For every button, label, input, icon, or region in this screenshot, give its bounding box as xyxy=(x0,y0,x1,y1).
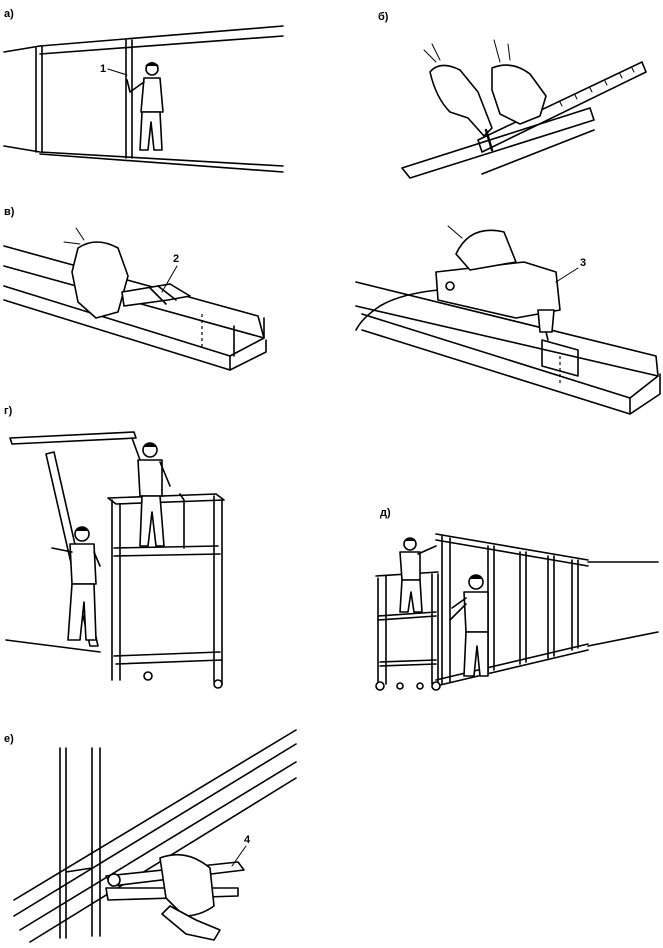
frame-bottom xyxy=(435,643,589,687)
stud-4 xyxy=(547,555,555,659)
panel-e-label: е) xyxy=(4,733,14,745)
profile-v2-end xyxy=(629,373,661,415)
room-lines xyxy=(587,561,659,647)
punch-tool xyxy=(435,225,561,341)
vertical-profile xyxy=(125,39,133,159)
ceiling-profile-g xyxy=(9,431,137,445)
callout-3-leader xyxy=(555,267,579,283)
worker-d-scaffold xyxy=(399,537,437,613)
stud-2 xyxy=(487,545,495,673)
ceiling-line-2 xyxy=(39,35,284,55)
panel-a: а) 1 xyxy=(3,8,284,173)
wall-corner xyxy=(35,46,43,153)
panel-v-left: в) 2 xyxy=(3,206,267,371)
panel-b-label: б) xyxy=(378,11,389,23)
profile-b-edge xyxy=(481,129,595,175)
callout-1-leader xyxy=(107,68,128,76)
worker-g-floor xyxy=(51,526,101,641)
profile-b xyxy=(401,107,595,179)
panel-v-right: 3 xyxy=(355,225,661,415)
stud-e xyxy=(59,747,101,939)
panel-b: б) xyxy=(378,11,647,179)
profile-v1-end xyxy=(229,317,267,371)
power-cable xyxy=(355,289,439,331)
callout-4-leader xyxy=(231,845,247,867)
crimper xyxy=(105,853,245,941)
panel-d-label: д) xyxy=(380,507,391,519)
panel-v-label: в) xyxy=(4,206,15,218)
scaffold-g xyxy=(107,493,225,689)
panel-e: е) 4 xyxy=(4,729,297,943)
floor-g xyxy=(5,639,101,653)
profile-v2-bottom xyxy=(361,313,631,415)
stud-5 xyxy=(571,559,579,651)
panel-g-label: г) xyxy=(4,405,13,417)
frame-top xyxy=(435,533,589,567)
callout-3: 3 xyxy=(580,257,586,269)
ceiling-left xyxy=(3,45,41,53)
hand-shears xyxy=(63,227,191,319)
profile-v2-top xyxy=(355,281,659,377)
callout-1: 1 xyxy=(100,63,106,75)
track-e-top xyxy=(13,729,297,901)
ruler xyxy=(477,61,647,153)
stud-3 xyxy=(519,551,527,665)
ceiling-line xyxy=(39,25,284,47)
stud-e-cut xyxy=(65,867,93,873)
floor-line xyxy=(3,145,284,167)
worker-d-floor xyxy=(449,574,489,677)
callout-2: 2 xyxy=(173,253,179,265)
callout-2-leader xyxy=(161,265,178,293)
profile-v1-bottom xyxy=(3,285,231,371)
callout-4: 4 xyxy=(244,834,251,846)
stud-1 xyxy=(441,535,451,685)
panel-d: д) xyxy=(375,507,659,691)
ruler-ticks xyxy=(559,67,635,107)
track-e xyxy=(13,743,297,943)
hands-b xyxy=(423,39,547,152)
worker-g-scaffold xyxy=(131,437,171,547)
pencil xyxy=(484,128,494,152)
cut-notch xyxy=(541,339,579,377)
floor-line-2 xyxy=(39,153,284,173)
panel-g: г) xyxy=(4,405,225,689)
worker-a xyxy=(126,62,164,151)
panel-a-label: а) xyxy=(4,8,14,20)
